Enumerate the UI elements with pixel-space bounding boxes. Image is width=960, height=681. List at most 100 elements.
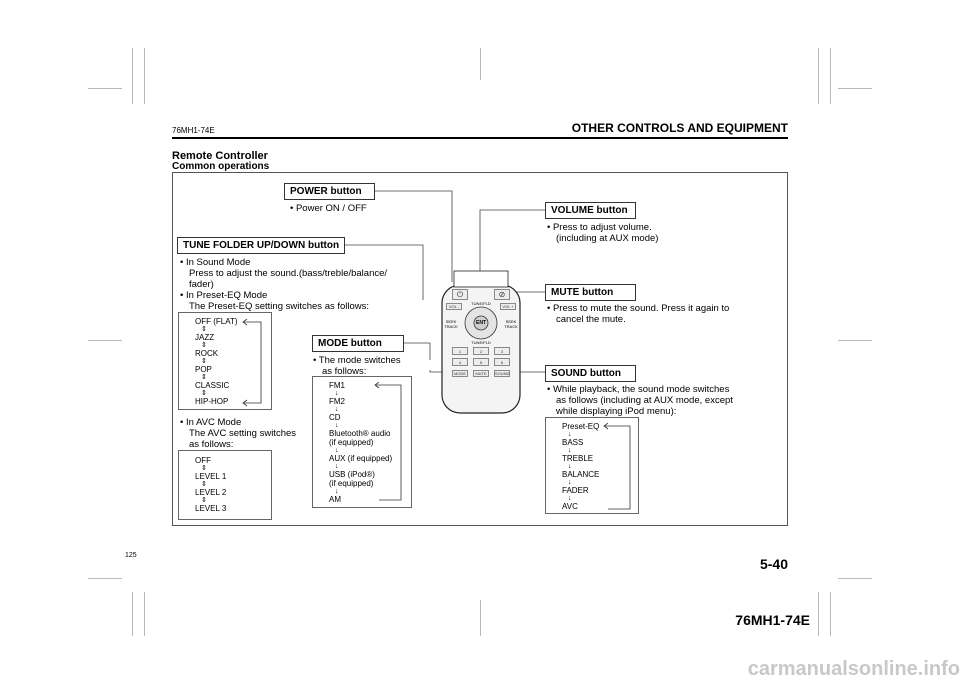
watermark: carmanualsonline.info <box>747 658 960 680</box>
crop-mark <box>144 592 145 636</box>
crop-mark <box>144 48 145 104</box>
crop-mark <box>88 88 122 89</box>
sound-button[interactable]: SOUND <box>494 370 510 377</box>
mute-desc-2: cancel the mute. <box>556 314 626 325</box>
tune-desc-3: fader) <box>189 279 214 290</box>
footer-code: 76MH1-74E <box>735 612 810 628</box>
mode-button-label: MODE button <box>312 335 404 352</box>
list-item: FADER <box>562 486 589 495</box>
list-item: AVC <box>562 502 578 511</box>
crop-mark <box>830 592 831 636</box>
tune-desc-1: • In Sound Mode <box>180 257 251 268</box>
volume-desc-2: (including at AUX mode) <box>556 233 659 244</box>
avc-desc-1: • In AVC Mode <box>180 417 242 428</box>
section-subtitle: Common operations <box>172 161 270 172</box>
crop-mark <box>480 48 481 80</box>
down-arrow-icon: ↓ <box>335 406 339 413</box>
list-item: Bluetooth® audio <box>329 429 391 438</box>
seek-track-right-label: SEEK TRACK <box>504 319 518 329</box>
mode-sequence: FM1 ↓ FM2 ↓ CD ↓ Bluetooth® audio (if eq… <box>329 381 392 504</box>
sound-button-label: SOUND button <box>545 365 636 382</box>
eq-list-box: OFF (FLAT) ⇕ JAZZ ⇕ ROCK ⇕ POP ⇕ CLASSIC… <box>178 312 272 410</box>
tune-folder-button-label: TUNE FOLDER UP/DOWN button <box>177 237 345 254</box>
preset-key-3[interactable]: 3 <box>494 347 510 355</box>
header-code: 76MH1-74E <box>172 126 215 135</box>
header-rule <box>172 137 788 139</box>
updown-arrow-icon: ⇕ <box>201 358 207 365</box>
list-item: BASS <box>562 438 584 447</box>
power-desc: • Power ON / OFF <box>290 203 367 214</box>
list-item: HIP-HOP <box>195 397 229 406</box>
crop-mark <box>838 88 872 89</box>
section-title: Remote Controller <box>172 150 268 162</box>
list-item: OFF (FLAT) <box>195 317 238 326</box>
remote-controller: ⏻ ⊘ VOL - VOL + TUNE/FLD SEEK TRACK SEEK… <box>436 267 526 417</box>
crop-mark <box>88 578 122 579</box>
volume-button-label: VOLUME button <box>545 202 636 219</box>
list-item: USB (iPod®) <box>329 470 375 479</box>
crop-mark <box>480 600 481 636</box>
crop-mark <box>838 578 872 579</box>
list-item: POP <box>195 365 212 374</box>
loop-arrow-icon <box>242 319 262 407</box>
list-item: LEVEL 3 <box>195 504 227 513</box>
illustration-frame <box>172 172 788 526</box>
crop-mark <box>830 48 831 104</box>
crop-mark <box>88 340 122 341</box>
mode-list-box: FM1 ↓ FM2 ↓ CD ↓ Bluetooth® audio (if eq… <box>312 376 412 508</box>
header-title: OTHER CONTROLS AND EQUIPMENT <box>571 121 788 135</box>
list-item: Preset-EQ <box>562 422 600 431</box>
down-arrow-icon: ↓ <box>568 479 572 486</box>
list-item: AM <box>329 495 341 504</box>
mute-button[interactable]: ⊘ <box>494 289 510 300</box>
list-item: LEVEL 2 <box>195 488 227 497</box>
preset-key-1[interactable]: 1 <box>452 347 468 355</box>
page-small-number: 125 <box>125 552 137 559</box>
tune-desc-2: Press to adjust the sound.(bass/treble/b… <box>189 268 388 279</box>
preset-key-5[interactable]: 5 <box>473 358 489 366</box>
eq-sequence: OFF (FLAT) ⇕ JAZZ ⇕ ROCK ⇕ POP ⇕ CLASSIC… <box>195 317 238 406</box>
down-arrow-icon: ↓ <box>335 422 339 429</box>
preset-key-2[interactable]: 2 <box>473 347 489 355</box>
mode-desc-2: as follows: <box>322 366 367 377</box>
crop-mark <box>132 48 133 104</box>
vol-plus-button[interactable]: VOL + <box>500 303 516 310</box>
volume-desc-1: • Press to adjust volume. <box>547 222 652 233</box>
mode-button[interactable]: MODE <box>452 370 468 377</box>
preset-key-4[interactable]: 4 <box>452 358 468 366</box>
crop-mark <box>838 340 872 341</box>
avc-list-box: OFF ⇕ LEVEL 1 ⇕ LEVEL 2 ⇕ LEVEL 3 <box>178 450 272 520</box>
power-button-label: POWER button <box>284 183 375 200</box>
down-arrow-icon: ↓ <box>335 488 339 495</box>
list-item: JAZZ <box>195 333 215 342</box>
down-arrow-icon: ↓ <box>568 463 572 470</box>
power-button[interactable]: ⏻ <box>452 289 468 300</box>
vol-minus-button[interactable]: VOL - <box>446 303 462 310</box>
tune-fld-down-label: TUNE/FLD <box>471 340 491 345</box>
remote-body <box>441 270 521 414</box>
ent-button[interactable]: ENT <box>476 320 486 326</box>
mute-key-button[interactable]: MUTE <box>473 370 489 377</box>
updown-arrow-icon: ⇕ <box>201 465 207 472</box>
updown-arrow-icon: ⇕ <box>201 342 207 349</box>
power-icon: ⏻ <box>456 290 464 299</box>
avc-desc-3: as follows: <box>189 439 234 450</box>
tune-desc-5: The Preset-EQ setting switches as follow… <box>189 301 370 312</box>
page-number: 5-40 <box>759 556 788 572</box>
avc-sequence: OFF ⇕ LEVEL 1 ⇕ LEVEL 2 ⇕ LEVEL 3 <box>195 456 226 513</box>
sound-sequence: Preset-EQ ↓ BASS ↓ TREBLE ↓ BALANCE ↓ FA… <box>562 422 599 511</box>
preset-key-6[interactable]: 6 <box>494 358 510 366</box>
down-arrow-icon: ↓ <box>335 390 339 397</box>
list-item: CLASSIC <box>195 381 230 390</box>
updown-arrow-icon: ⇕ <box>201 374 207 381</box>
mode-desc-1: • The mode switches <box>313 355 401 366</box>
list-item: OFF <box>195 456 211 465</box>
down-arrow-icon: ↓ <box>568 495 572 502</box>
sound-list-box: Preset-EQ ↓ BASS ↓ TREBLE ↓ BALANCE ↓ FA… <box>545 417 639 514</box>
sound-desc-3: while displaying iPod menu): <box>556 406 677 417</box>
down-arrow-icon: ↓ <box>568 447 572 454</box>
list-item: (if equipped) <box>329 438 374 447</box>
list-item: AUX (if equipped) <box>329 454 393 463</box>
sound-desc-2: as follows (including at AUX mode, excep… <box>556 395 733 406</box>
list-item: TREBLE <box>562 454 594 463</box>
